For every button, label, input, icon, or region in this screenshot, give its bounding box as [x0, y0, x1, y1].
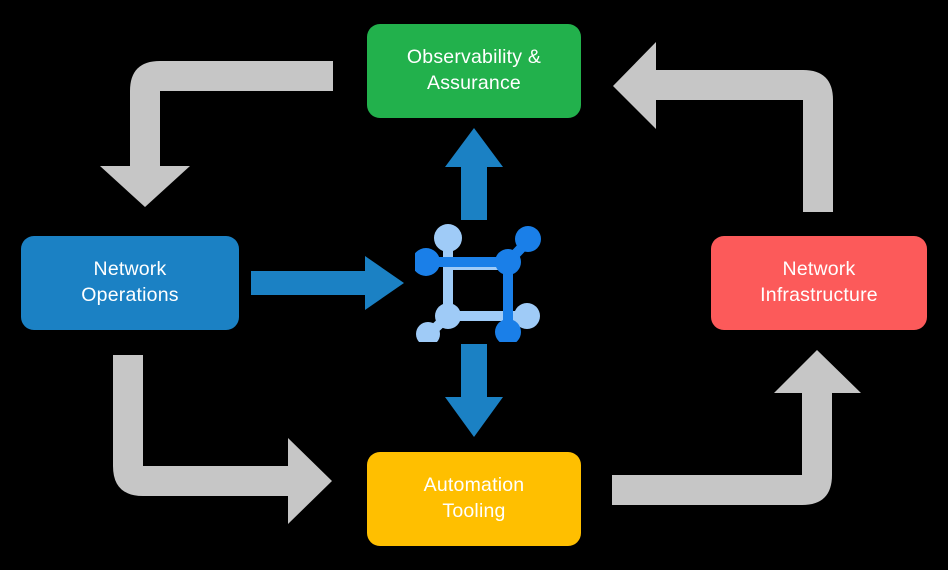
node-box-network-infrastructure[interactable]: Network Infrastructure: [711, 236, 927, 330]
node-box-observability[interactable]: Observability & Assurance: [367, 24, 581, 118]
center-arrow-right: [251, 256, 404, 310]
flow-arrow-observability-to-network-operations: [100, 61, 333, 207]
center-arrow-down: [445, 344, 503, 437]
flow-arrow-automation-tooling-to-network-infrastructure: [612, 350, 861, 505]
flow-arrow-network-operations-to-automation-tooling: [113, 355, 332, 524]
node-box-automation-tooling[interactable]: Automation Tooling: [367, 452, 581, 546]
flow-arrow-network-infrastructure-to-observability: [613, 42, 833, 212]
node-box-network-operations[interactable]: Network Operations: [21, 236, 239, 330]
center-arrow-up: [445, 128, 503, 220]
network-mesh-icon: [415, 224, 541, 342]
